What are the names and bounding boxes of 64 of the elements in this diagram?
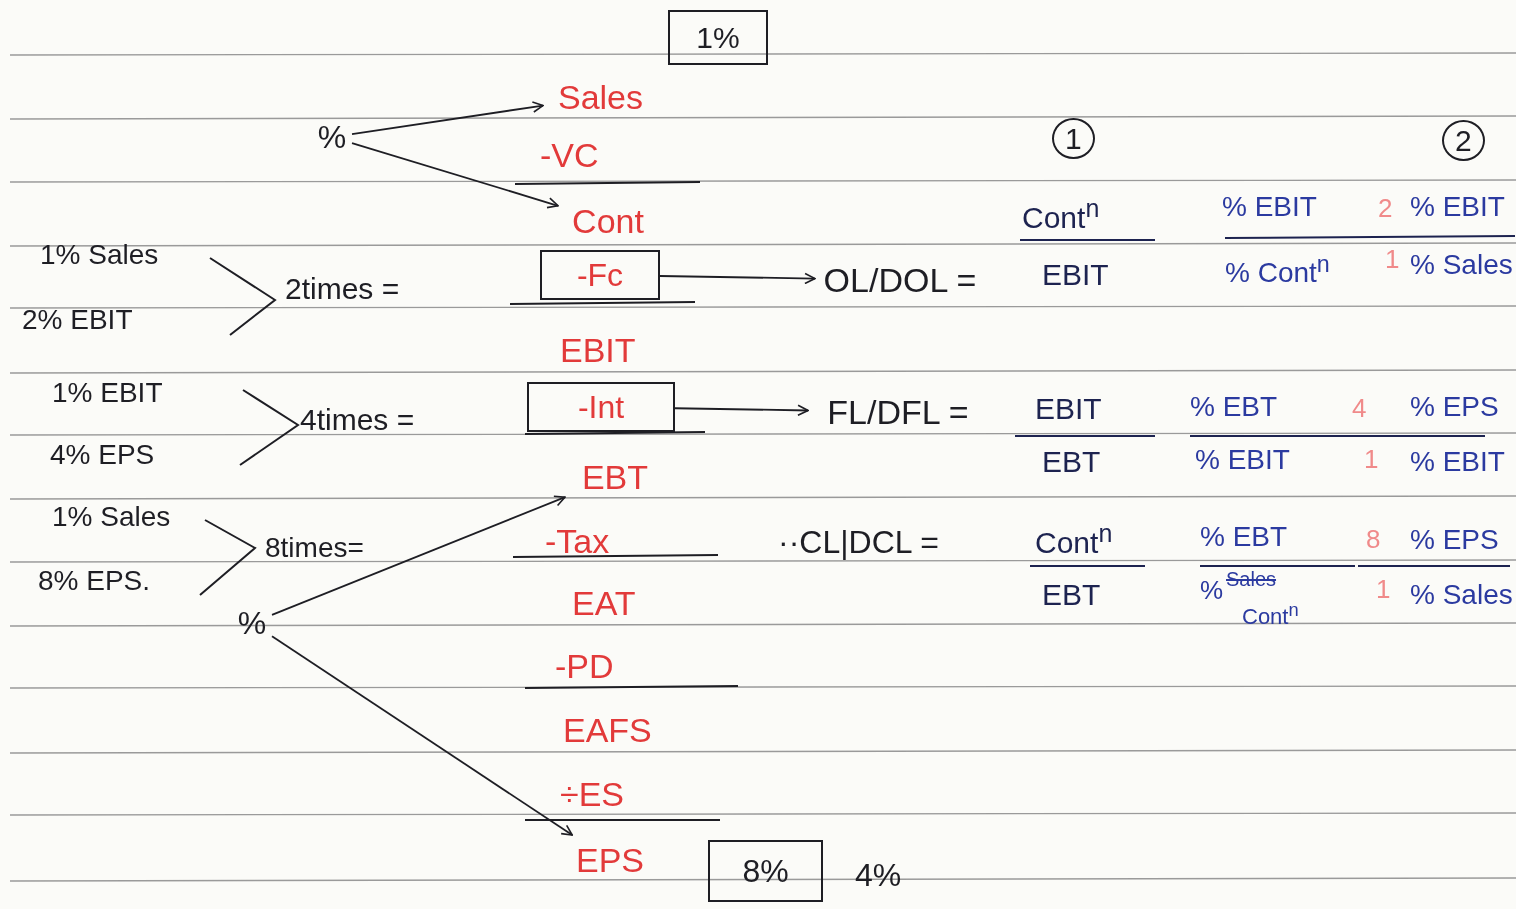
- arrow: [271, 495, 566, 616]
- note-text: 8times=: [265, 533, 364, 564]
- formula-term: EBT: [1042, 578, 1101, 611]
- formula-term: % EBT: [1190, 392, 1278, 423]
- note-text: 1% Sales: [40, 240, 159, 271]
- formula-term: % EBT: [1200, 522, 1288, 553]
- arrow: [659, 272, 816, 285]
- statement-item: -Tax: [545, 523, 610, 561]
- note-text: 1% EBIT: [52, 378, 163, 409]
- statement-item: EPS: [570, 835, 650, 885]
- formula-label: OL/DOL =: [815, 256, 985, 304]
- note-text: 8% EPS.: [38, 566, 151, 597]
- formula-term: % Cont$^{n}$: [1225, 252, 1330, 290]
- arrow: [351, 101, 544, 135]
- formula-term: Cont$^{n}$: [1035, 520, 1113, 559]
- struck-out-word: Sales: [1226, 568, 1277, 590]
- formula-term: % Sales: [1410, 580, 1513, 611]
- circled-number: 2: [1442, 120, 1485, 161]
- boxed-statement-item: -Fc: [540, 250, 660, 300]
- note-text: ··CL|DCL =: [778, 525, 939, 561]
- boxed-percentage: 1%: [668, 10, 768, 65]
- ratio-digit: 4: [1352, 394, 1367, 423]
- formula-term: % EBIT: [1410, 192, 1505, 223]
- ratio-digit: 8: [1366, 525, 1381, 554]
- arrow: [271, 635, 574, 836]
- formula-term: EBT: [1042, 445, 1101, 478]
- statement-item: EBT: [565, 452, 665, 502]
- formula-label: FL/DFL =: [808, 388, 988, 436]
- ratio-digit: 1: [1385, 245, 1400, 274]
- statement-item: -VC: [540, 137, 599, 175]
- percent-sign: %: [312, 112, 352, 162]
- formula-term: Cont$^{n}$: [1242, 600, 1299, 630]
- circled-number: 1: [1052, 118, 1095, 159]
- formula-term: Cont$^{n}$: [1022, 195, 1100, 234]
- formula-term: EBIT: [1042, 258, 1109, 291]
- note-text: 4%: [855, 858, 902, 894]
- formula-term: % Sales: [1410, 250, 1513, 281]
- statement-item: -PD: [555, 648, 614, 686]
- boxed-percentage: 8%: [708, 840, 823, 902]
- formula-term: % EPS: [1410, 525, 1499, 556]
- formula-term: % EBIT: [1222, 192, 1317, 223]
- boxed-statement-item: -Int: [527, 382, 675, 432]
- note-text: 2times =: [285, 272, 400, 305]
- percent-sign: %: [232, 598, 272, 648]
- formula-term: % EBIT: [1195, 445, 1290, 476]
- statement-item: EAFS: [563, 712, 652, 750]
- formula-term: %: [1200, 576, 1224, 605]
- ratio-digit: 2: [1378, 194, 1393, 223]
- note-text: 1% Sales: [52, 502, 171, 533]
- note-text: 4times =: [300, 403, 415, 436]
- note-text: 2% EBIT: [22, 305, 133, 336]
- note-text: 4% EPS: [50, 440, 155, 471]
- ratio-digit: 1: [1364, 445, 1379, 474]
- statement-item: ÷ES: [560, 776, 624, 814]
- statement-item: Cont: [558, 196, 658, 246]
- arrow: [674, 404, 809, 417]
- ratio-digit: 1: [1376, 575, 1391, 604]
- statement-item: Sales: [543, 72, 658, 122]
- formula-term: EBIT: [1035, 392, 1102, 425]
- statement-item: EAT: [572, 585, 636, 623]
- arrow: [351, 142, 559, 209]
- formula-term: % EPS: [1410, 392, 1499, 423]
- formula-term: % EBIT: [1410, 447, 1505, 478]
- statement-item: EBIT: [560, 332, 636, 370]
